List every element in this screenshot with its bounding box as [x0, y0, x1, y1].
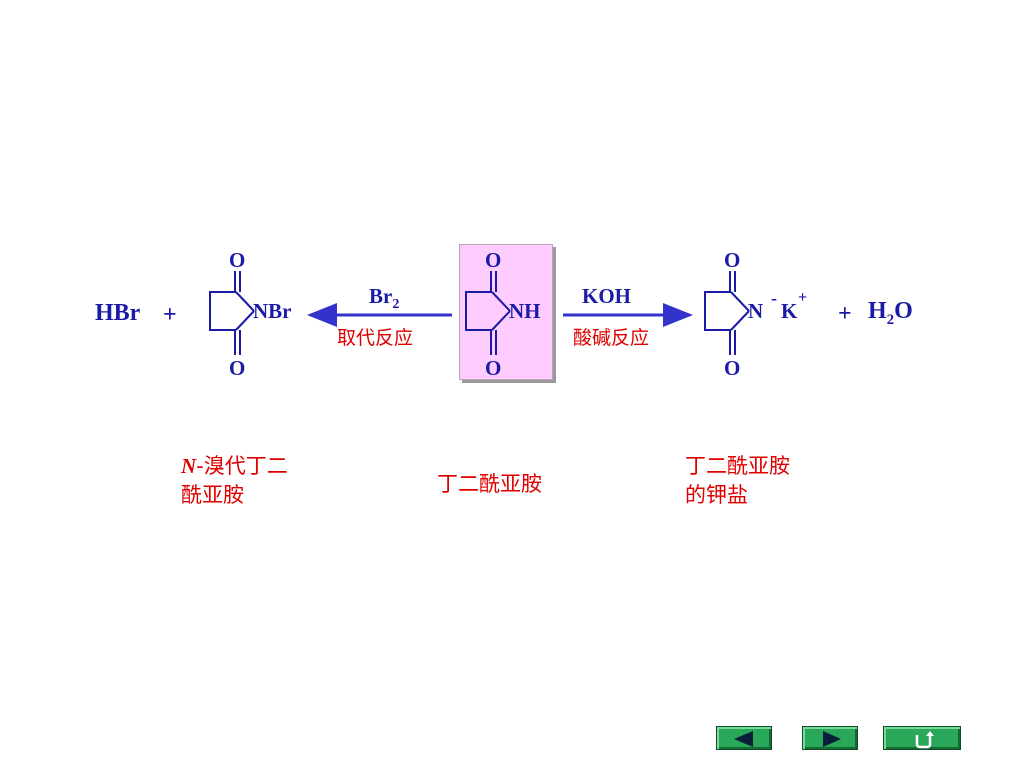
- right-name-line2: 的钾盐: [685, 483, 748, 507]
- potassium-label: K: [781, 299, 798, 323]
- water-formula: H2O: [868, 298, 913, 329]
- right-top-oxygen: O: [724, 248, 741, 272]
- return-button[interactable]: [883, 726, 961, 750]
- left-name-line2: 酰亚胺: [181, 483, 244, 507]
- right-ring-bonds: [704, 271, 750, 355]
- acid-base-reaction-label: 酸碱反应: [573, 327, 650, 349]
- right-name-line1: 丁二酰亚胺: [685, 454, 790, 478]
- center-compound-name: 丁二酰亚胺: [437, 472, 542, 496]
- right-nitrogen: N: [748, 299, 764, 323]
- left-ring-bonds: [209, 271, 255, 355]
- br-label: Br: [369, 284, 393, 308]
- left-compound-name: N-溴代丁二 酰亚胺: [181, 452, 288, 510]
- right-plus-sign: +: [838, 301, 852, 327]
- negative-charge: -: [771, 288, 777, 308]
- positive-charge: +: [798, 289, 808, 306]
- left-nbr-group: NBr: [253, 299, 292, 323]
- left-reagent: Br2: [369, 284, 399, 313]
- left-triangle-icon: [734, 731, 753, 747]
- br-subscript: 2: [392, 297, 400, 313]
- center-bottom-oxygen: O: [485, 356, 502, 380]
- previous-button[interactable]: [716, 726, 772, 750]
- right-compound-name: 丁二酰亚胺 的钾盐: [685, 452, 790, 510]
- center-ring-bonds: [465, 271, 511, 355]
- return-arrow-icon: [915, 731, 934, 749]
- water-o: O: [894, 298, 913, 324]
- hbr-label: HBr: [95, 300, 141, 326]
- next-button[interactable]: [802, 726, 858, 750]
- substitution-reaction-label: 取代反应: [337, 327, 414, 349]
- left-plus-sign: +: [163, 302, 177, 328]
- right-triangle-icon: [823, 731, 841, 747]
- center-top-oxygen: O: [485, 248, 502, 272]
- left-top-oxygen: O: [229, 248, 246, 272]
- water-h: H: [868, 298, 887, 324]
- right-bottom-oxygen: O: [724, 356, 741, 380]
- n-italic: N: [181, 454, 197, 478]
- center-nh-group: NH: [509, 299, 541, 323]
- highlight-box: [459, 244, 553, 380]
- water-subscript: 2: [886, 311, 895, 328]
- left-name-line1: -溴代丁二: [196, 454, 288, 478]
- left-bottom-oxygen: O: [229, 356, 246, 380]
- right-reagent: KOH: [582, 284, 632, 308]
